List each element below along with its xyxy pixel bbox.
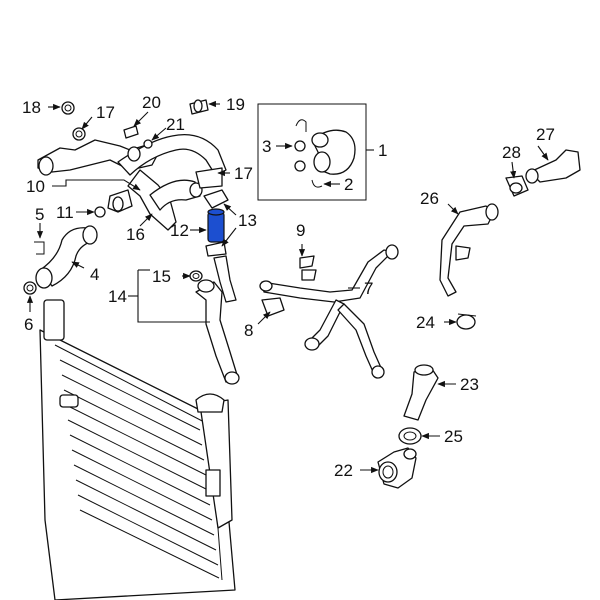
callout-13: 13 bbox=[238, 211, 257, 230]
callout-labels: 18 17 20 19 21 17 10 11 16 12 13 5 4 6 1… bbox=[22, 93, 555, 480]
callout-12: 12 bbox=[170, 221, 189, 240]
callout-21: 21 bbox=[166, 115, 185, 134]
callout-23: 23 bbox=[460, 375, 479, 394]
callout-28: 28 bbox=[502, 143, 521, 162]
hose-4-assembly bbox=[23, 225, 98, 295]
callout-26: 26 bbox=[420, 189, 439, 208]
callout-22: 22 bbox=[334, 461, 353, 480]
callout-20: 20 bbox=[142, 93, 161, 112]
callout-15: 15 bbox=[152, 267, 171, 286]
callout-1: 1 bbox=[378, 141, 387, 160]
callout-6: 6 bbox=[24, 315, 33, 334]
callout-8: 8 bbox=[244, 321, 253, 340]
part-1-box bbox=[257, 103, 367, 201]
callout-3: 3 bbox=[262, 137, 271, 156]
callout-10: 10 bbox=[26, 177, 45, 196]
hose-7-assembly bbox=[259, 244, 399, 379]
coolant-flange-pipe bbox=[37, 133, 227, 231]
pipe-14 bbox=[189, 255, 240, 385]
coolant-hose-12 bbox=[203, 189, 229, 257]
callout-11: 11 bbox=[56, 203, 74, 222]
callout-16: 16 bbox=[126, 225, 145, 244]
outlet-22 bbox=[377, 447, 417, 489]
clamp-24 bbox=[456, 313, 477, 330]
callout-27: 27 bbox=[536, 125, 555, 144]
hose-23 bbox=[403, 364, 439, 421]
callout-9: 9 bbox=[296, 221, 305, 240]
leader-lines bbox=[26, 100, 549, 474]
gaskets-and-fittings bbox=[61, 99, 223, 218]
callout-2: 2 bbox=[344, 175, 353, 194]
hose-27-and-clamp-28 bbox=[505, 149, 581, 197]
radiator bbox=[39, 299, 236, 600]
callout-18: 18 bbox=[22, 98, 41, 117]
callout-7: 7 bbox=[364, 279, 373, 298]
callout-14: 14 bbox=[108, 287, 127, 306]
callout-24: 24 bbox=[416, 313, 435, 332]
callout-4: 4 bbox=[90, 265, 99, 284]
callout-17-right: 17 bbox=[234, 164, 253, 183]
callout-5: 5 bbox=[35, 205, 44, 224]
callout-19: 19 bbox=[226, 95, 245, 114]
callout-25: 25 bbox=[444, 427, 463, 446]
pipe-26 bbox=[439, 203, 499, 297]
clamp-25 bbox=[398, 427, 422, 445]
callout-17-top: 17 bbox=[96, 103, 115, 122]
